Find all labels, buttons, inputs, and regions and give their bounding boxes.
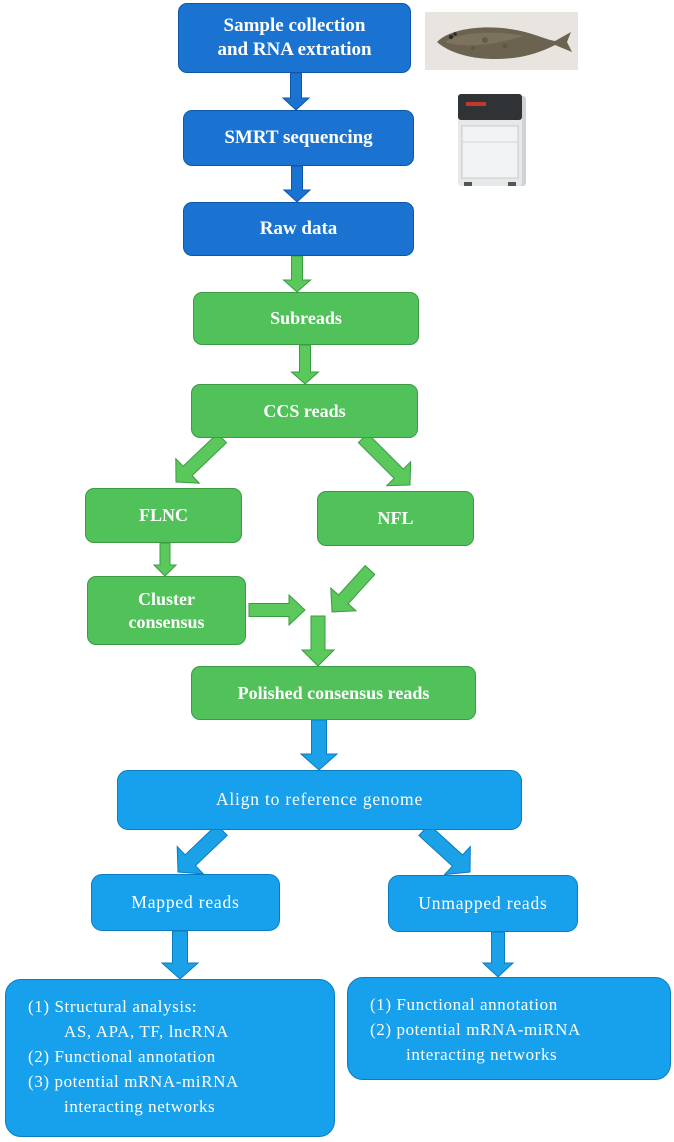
fish-image bbox=[425, 12, 578, 70]
unmapped-reads-box: Unmapped reads bbox=[388, 875, 578, 932]
sample-collection-box: Sample collection and RNA extration bbox=[178, 3, 411, 73]
unmapped-result-item: interacting networks bbox=[406, 1045, 558, 1064]
mapped-result-item: (2) Functional annotation bbox=[28, 1047, 216, 1066]
ccs-reads-box: CCS reads bbox=[191, 384, 418, 438]
sequencer-image bbox=[458, 94, 526, 186]
unmapped-results-box: (1) Functional annotation (2) potential … bbox=[347, 977, 671, 1080]
arrow-raw-to-subreads bbox=[282, 255, 312, 293]
arrow-subreads-to-ccs bbox=[290, 344, 320, 385]
cluster-consensus-box: Cluster consensus bbox=[87, 576, 246, 645]
subreads-box: Subreads bbox=[193, 292, 419, 345]
mapped-result-item: (3) potential mRNA-miRNA bbox=[28, 1072, 239, 1091]
arrow-align-to-mapped bbox=[176, 823, 228, 875]
arrow-mapped-to-results bbox=[160, 930, 200, 980]
unmapped-result-item: (1) Functional annotation bbox=[370, 995, 558, 1014]
arrow-align-to-unmapped bbox=[418, 823, 471, 876]
arrow-merge-to-polished bbox=[300, 615, 336, 667]
arrow-cluster-to-merge bbox=[248, 593, 306, 627]
arrow-flnc-to-cluster bbox=[152, 542, 178, 577]
mapped-result-item: AS, APA, TF, lncRNA bbox=[64, 1022, 229, 1041]
arrow-unmapped-to-results bbox=[481, 931, 515, 978]
mapped-result-item: interacting networks bbox=[64, 1097, 216, 1116]
align-reference-box: Align to reference genome bbox=[117, 770, 522, 830]
unmapped-result-item: (2) potential mRNA-miRNA bbox=[370, 1020, 581, 1039]
arrow-ccs-to-flnc bbox=[175, 432, 228, 484]
flnc-box: FLNC bbox=[85, 488, 242, 543]
arrow-nfl-to-merge bbox=[330, 564, 376, 613]
raw-data-box: Raw data bbox=[183, 202, 414, 256]
mapped-results-box: (1) Structural analysis: AS, APA, TF, ln… bbox=[5, 979, 335, 1137]
arrow-smrt-to-raw bbox=[282, 165, 312, 203]
arrow-ccs-to-nfl bbox=[357, 432, 412, 487]
arrow-sample-to-smrt bbox=[281, 72, 311, 111]
smrt-sequencing-box: SMRT sequencing bbox=[183, 110, 414, 166]
mapped-reads-box: Mapped reads bbox=[91, 874, 280, 931]
nfl-box: NFL bbox=[317, 491, 474, 546]
arrow-polished-to-align bbox=[299, 719, 339, 771]
mapped-result-item: (1) Structural analysis: bbox=[28, 997, 198, 1016]
polished-consensus-box: Polished consensus reads bbox=[191, 666, 476, 720]
